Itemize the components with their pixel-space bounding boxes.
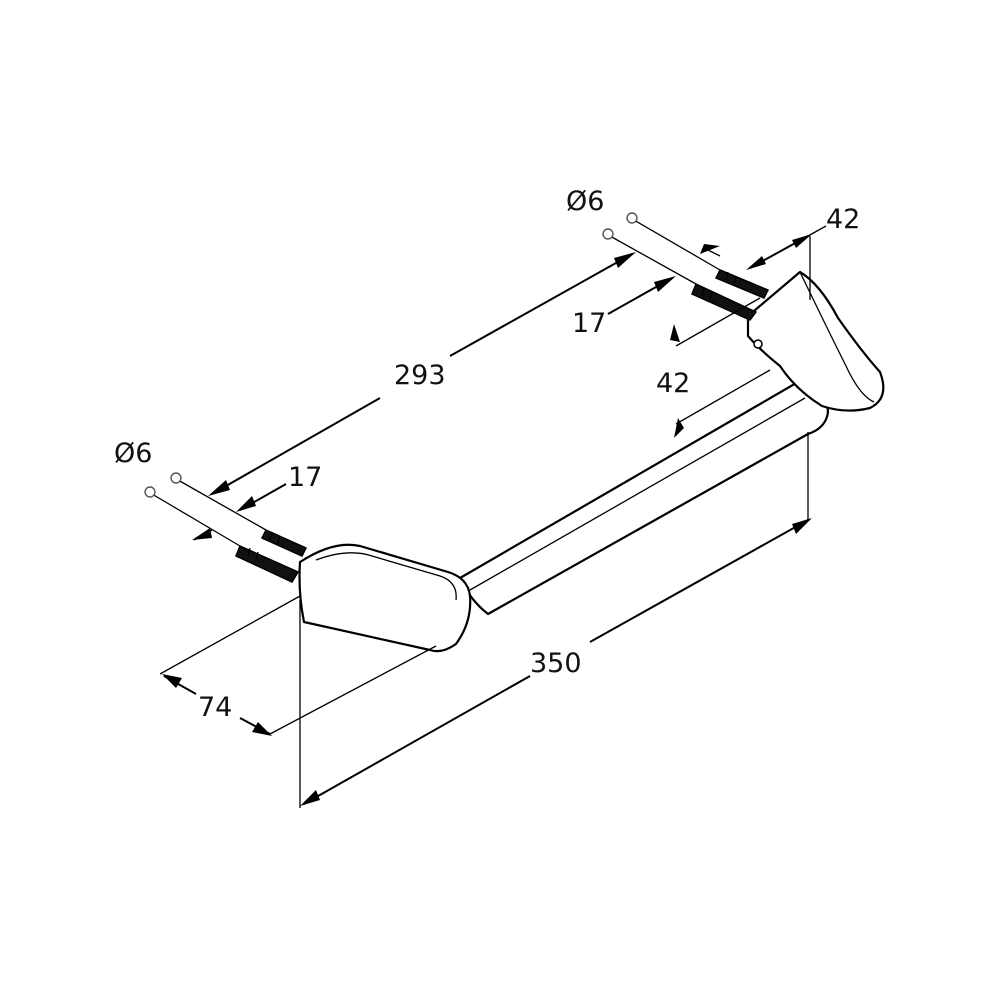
label-offset-left: 17 xyxy=(288,462,322,493)
bar-tube-highlight xyxy=(469,397,806,591)
drill-guides xyxy=(144,212,721,547)
dim-offset-right xyxy=(607,276,761,347)
right-flange-screw xyxy=(753,339,763,349)
label-overall-length: 350 xyxy=(530,648,582,679)
dim-overall-length xyxy=(299,236,812,808)
label-height-mid: 42 xyxy=(656,368,690,399)
right-flange-edge xyxy=(799,271,875,403)
label-hole-diameter-left: Ø6 xyxy=(114,438,152,469)
label-hole-diameter-right: Ø6 xyxy=(566,186,604,217)
dim-height-right xyxy=(700,225,827,270)
right-dowel-lower xyxy=(691,282,758,321)
left-dowel-lower xyxy=(235,544,300,583)
right-hole-lower xyxy=(602,228,614,240)
label-hole-spacing: 293 xyxy=(394,360,446,391)
right-flange xyxy=(746,270,885,412)
dim-height-mid xyxy=(674,369,771,438)
right-fixings xyxy=(691,269,770,321)
label-height-right: 42 xyxy=(826,204,860,235)
label-offset-right: 17 xyxy=(572,308,606,339)
left-flange xyxy=(298,543,472,653)
label-depth: 74 xyxy=(198,692,232,723)
dim-hole-spacing xyxy=(208,252,636,496)
right-dowel-upper xyxy=(714,269,770,299)
right-hole-upper xyxy=(626,212,638,224)
grab-bar xyxy=(298,270,885,653)
left-fixings xyxy=(235,529,308,583)
dim-offset-left xyxy=(192,483,287,541)
left-flange-edge xyxy=(315,552,457,601)
left-dowel-upper xyxy=(260,529,308,557)
dim-depth xyxy=(159,595,437,736)
left-hole-lower xyxy=(144,486,156,498)
left-hole-upper xyxy=(170,472,182,484)
